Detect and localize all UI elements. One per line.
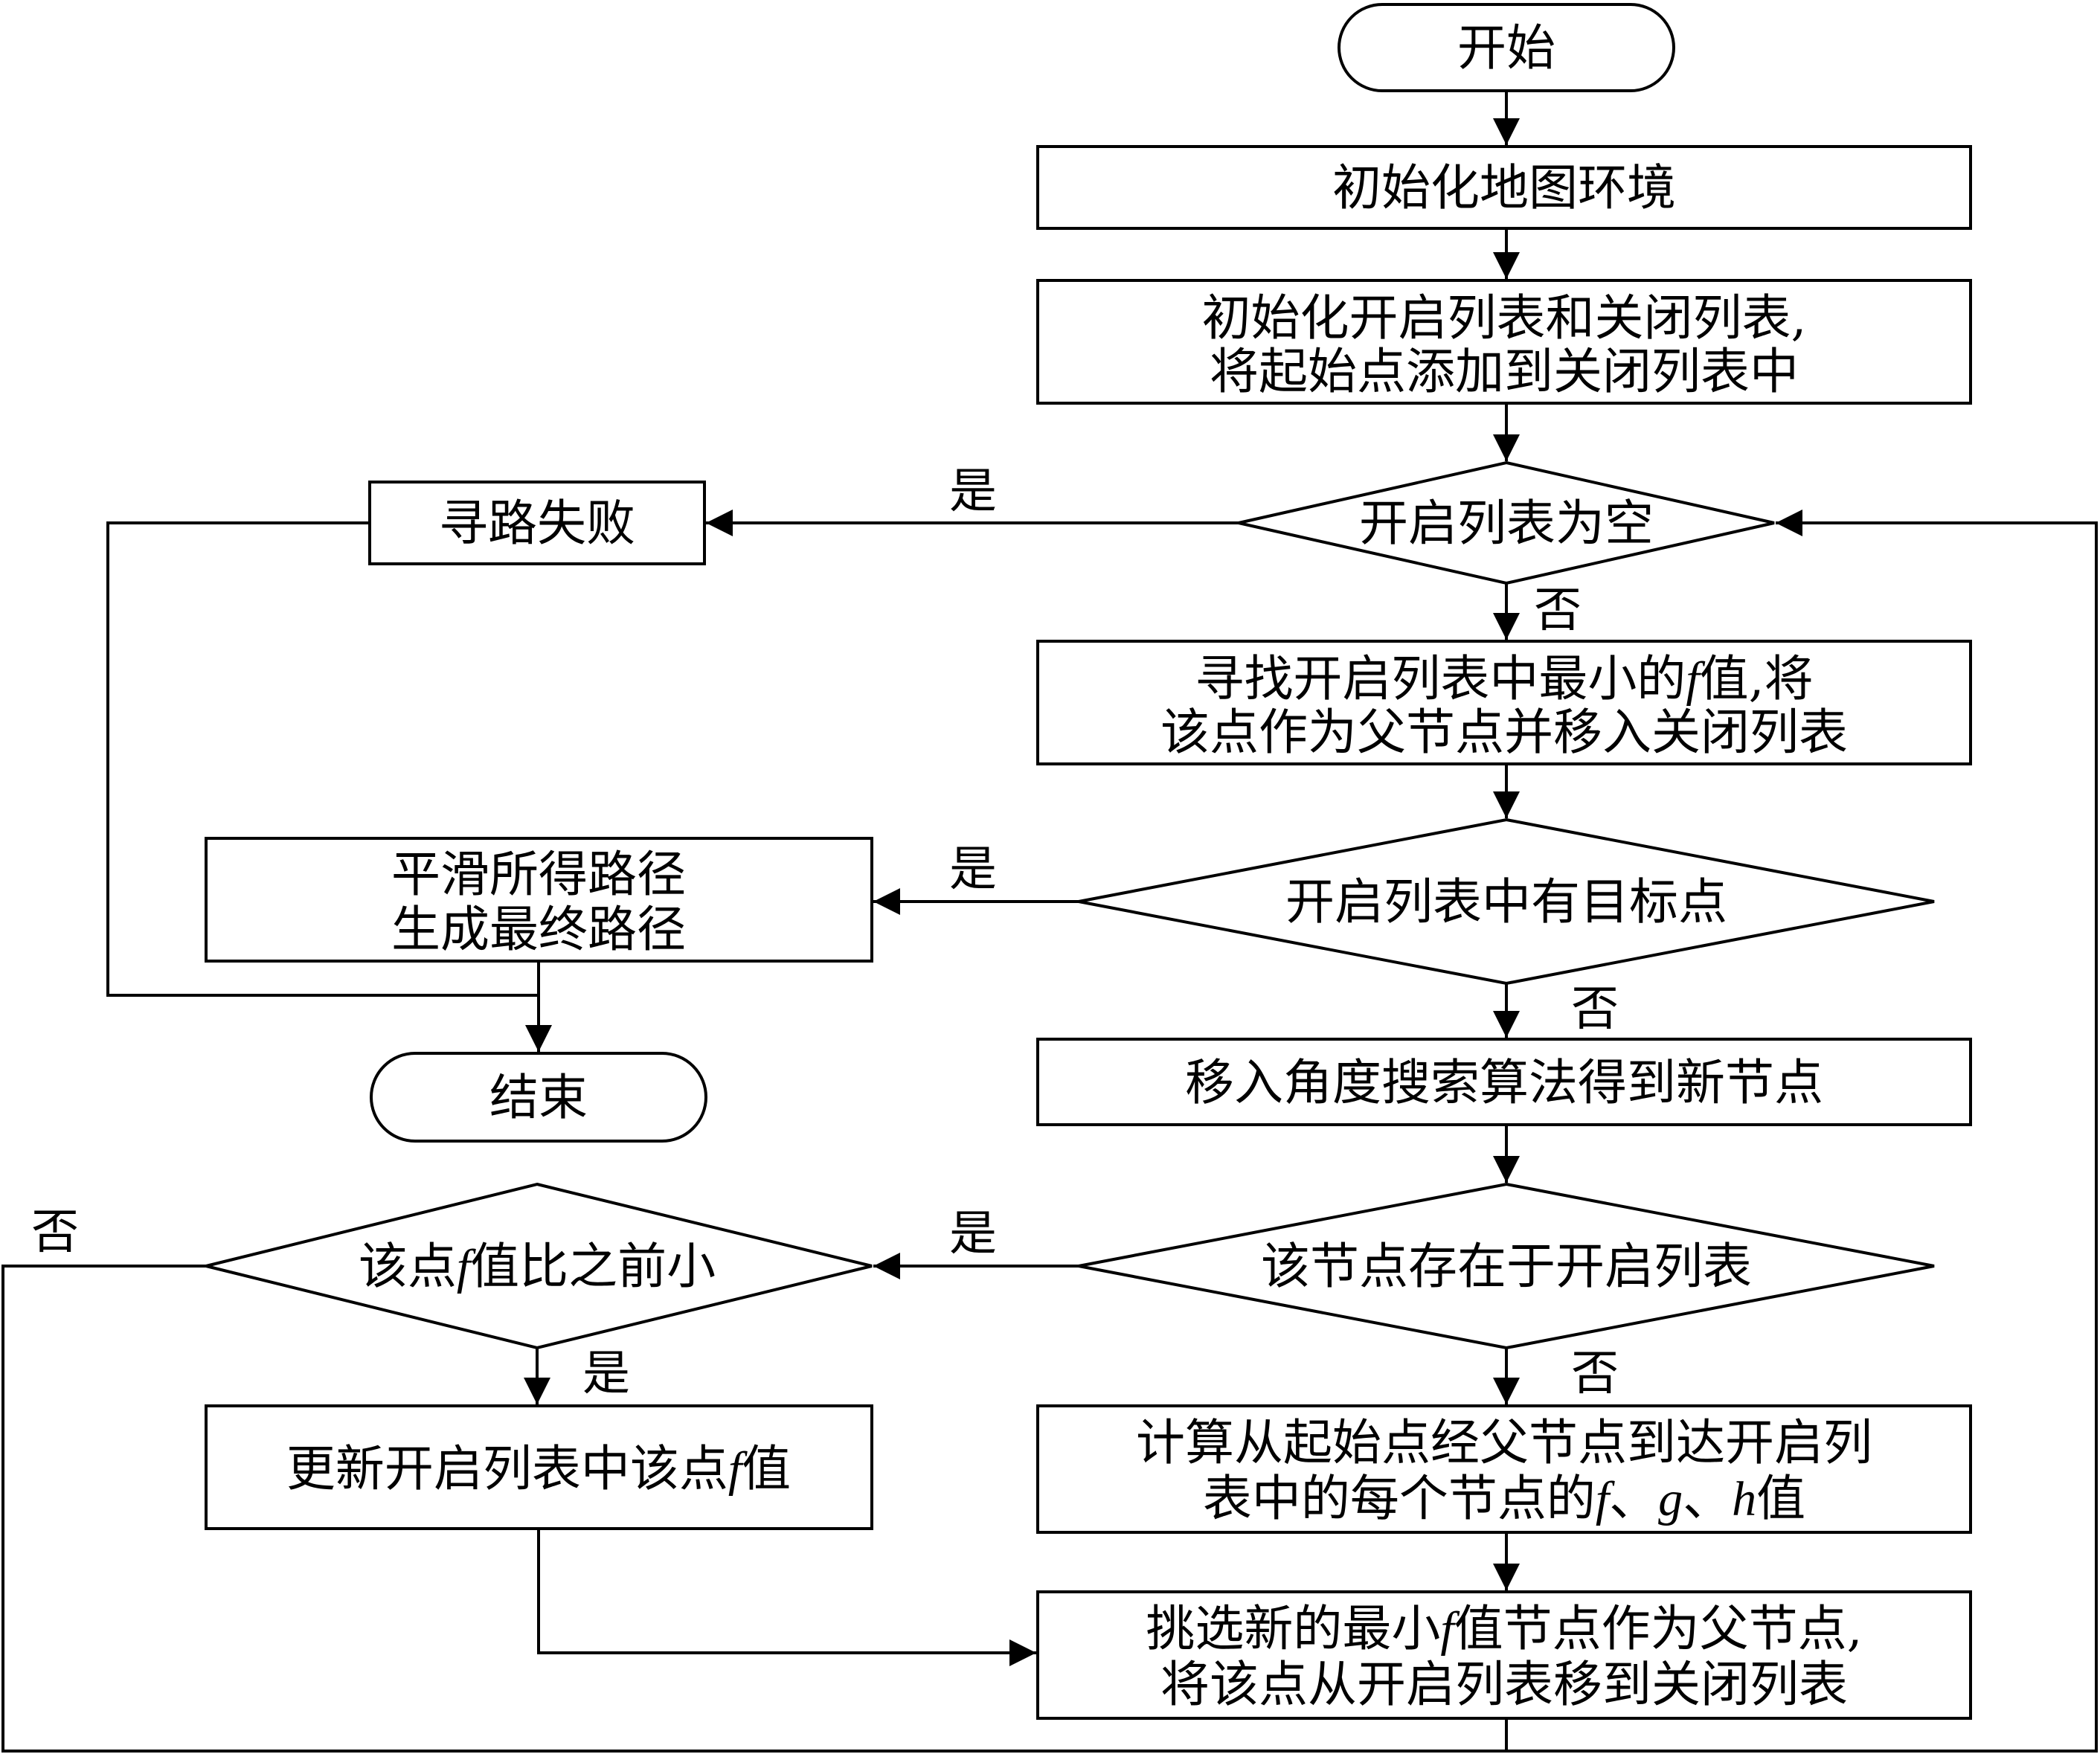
find-min-text-b: 值,将 bbox=[1700, 650, 1814, 707]
update-f-box bbox=[205, 1404, 873, 1530]
compute-var-h: h bbox=[1732, 1472, 1756, 1526]
label-f-smaller-yes: 是 bbox=[582, 1346, 630, 1401]
start-label: 开始 bbox=[1457, 19, 1555, 77]
compute-sep-1: 、 bbox=[1609, 1470, 1658, 1527]
edge-f-smaller-no-loop bbox=[1, 1265, 1508, 1753]
has-goal-label: 开启列表中有目标点 bbox=[1285, 873, 1727, 931]
select-min-box bbox=[1036, 1590, 1972, 1720]
smooth-path-box bbox=[205, 837, 873, 963]
f-smaller-label: 该点f值比之前小 bbox=[359, 1238, 716, 1295]
compute-label-1: 计算从起始点经父节点到达开启列 bbox=[1136, 1414, 1872, 1471]
smooth-path-label-1: 平滑所得路径 bbox=[391, 846, 686, 903]
select-min-label-1: 挑选新的最小f值节点作为父节点, bbox=[1146, 1600, 1862, 1657]
init-map-label: 初始化地图环境 bbox=[1332, 159, 1676, 216]
find-min-text-a: 寻找开启列表中最小的 bbox=[1195, 650, 1686, 707]
open-empty-label: 开启列表为空 bbox=[1359, 495, 1654, 552]
update-f-text-b: 值 bbox=[742, 1440, 791, 1497]
compute-sep-2: 、 bbox=[1683, 1470, 1732, 1527]
find-min-label-1: 寻找开启列表中最小的f值,将 bbox=[1195, 650, 1813, 707]
path-fail-label: 寻路失败 bbox=[439, 495, 635, 552]
end-terminal bbox=[370, 1052, 707, 1143]
compute-box bbox=[1036, 1404, 1972, 1534]
init-lists-box bbox=[1036, 279, 1972, 405]
edge-update-to-select bbox=[537, 1529, 1036, 1666]
select-min-label-2: 将该点从开启列表移到关闭列表 bbox=[1160, 1656, 1848, 1713]
label-open-empty-yes: 是 bbox=[949, 464, 997, 519]
update-f-label: 更新开启列表中该点f值 bbox=[286, 1440, 791, 1497]
f-smaller-text-a: 该点 bbox=[359, 1238, 457, 1295]
angle-search-box bbox=[1036, 1038, 1972, 1126]
init-lists-label-1: 初始化开启列表和关闭列表, bbox=[1202, 289, 1807, 347]
compute-var-g: g bbox=[1658, 1472, 1683, 1526]
compute-text-b: 值 bbox=[1756, 1470, 1805, 1527]
edge-loop-back-to-open-empty bbox=[1506, 510, 2098, 1753]
in-open-label: 该节点存在于开启列表 bbox=[1261, 1238, 1752, 1295]
select-min-text-a: 挑选新的最小 bbox=[1146, 1600, 1440, 1657]
f-smaller-text-b: 值比之前小 bbox=[470, 1238, 716, 1295]
smooth-path-label-2: 生成最终路径 bbox=[391, 901, 686, 958]
init-lists-label-2: 将起始点添加到关闭列表中 bbox=[1210, 343, 1799, 400]
compute-text-a: 表中的每个节点的 bbox=[1203, 1470, 1596, 1527]
select-min-text-b: 值节点作为父节点, bbox=[1454, 1600, 1863, 1657]
label-in-open-no: 否 bbox=[1571, 1346, 1619, 1401]
init-map-box bbox=[1036, 145, 1972, 230]
edge-fail-to-end bbox=[106, 521, 539, 997]
angle-search-label: 移入角度搜索算法得到新节点 bbox=[1185, 1054, 1823, 1111]
label-has-goal-no: 否 bbox=[1571, 982, 1619, 1037]
end-label: 结束 bbox=[489, 1069, 588, 1126]
label-in-open-yes: 是 bbox=[949, 1207, 997, 1262]
find-min-box bbox=[1036, 640, 1972, 765]
label-open-empty-no: 否 bbox=[1534, 583, 1582, 638]
update-f-text-a: 更新开启列表中该点 bbox=[286, 1440, 728, 1497]
find-min-label-2: 该点作为父节点并移入关闭列表 bbox=[1160, 704, 1848, 761]
compute-label-2: 表中的每个节点的f、g、h值 bbox=[1203, 1470, 1805, 1527]
label-has-goal-yes: 是 bbox=[949, 842, 997, 897]
label-f-smaller-no: 否 bbox=[31, 1205, 79, 1260]
